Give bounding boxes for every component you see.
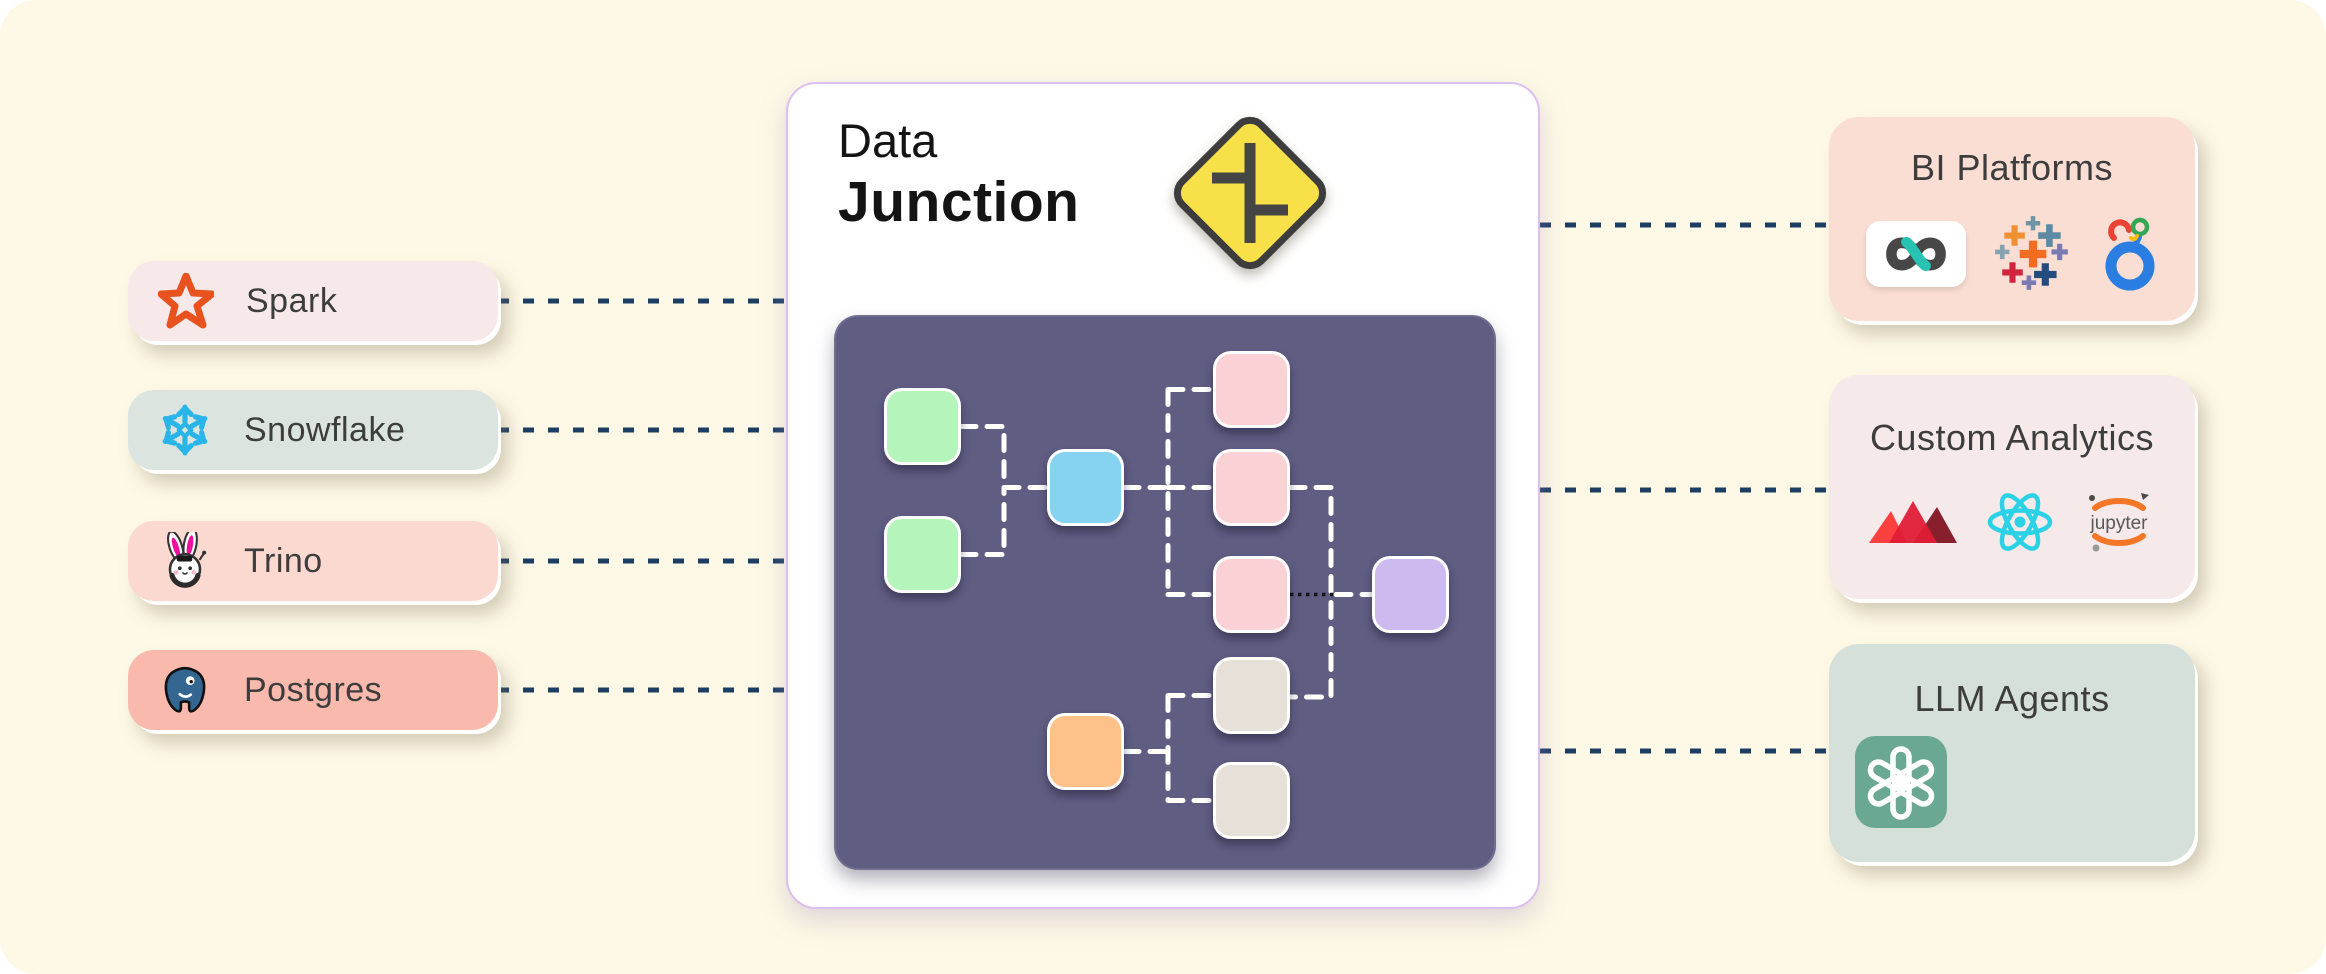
page-title: Data Junction xyxy=(838,112,1080,234)
jupyter-wordmark: jupyter xyxy=(2089,513,2148,534)
edge-pink2-beige1 xyxy=(1287,485,1334,700)
postgres-elephant-icon xyxy=(164,666,206,713)
data-junction-card: Data Junction xyxy=(786,82,1540,909)
source-card-postgres: Postgres xyxy=(128,650,498,730)
consumer-title: LLM Agents xyxy=(1914,678,2110,719)
edge-green2-blue xyxy=(958,485,1007,557)
consumer-card-llm-agents: LLM Agents xyxy=(1829,644,2195,862)
streamlit-crown-icon xyxy=(1869,501,1957,543)
title-line-data: Data xyxy=(838,114,938,167)
dag-node-purple xyxy=(1372,556,1449,633)
dag-node-green-2 xyxy=(884,516,961,593)
dag-node-pink-2 xyxy=(1213,449,1290,526)
trino-bunny-icon xyxy=(167,532,207,588)
consumer-card-custom-analytics: Custom Analytics jupyter xyxy=(1829,375,2195,599)
edge-blue-pinks xyxy=(1121,387,1216,597)
superset-infinity-icon xyxy=(1886,236,1946,272)
dag-node-pink-1 xyxy=(1213,351,1290,428)
source-label: Snowflake xyxy=(244,410,406,449)
superset-chip xyxy=(1866,221,1966,287)
tableau-icon xyxy=(1995,216,2068,290)
consumer-title: BI Platforms xyxy=(1910,147,2114,188)
dag-node-green-1 xyxy=(884,388,961,465)
edge-orange-beiges xyxy=(1121,693,1216,803)
source-card-trino: Trino xyxy=(128,521,498,601)
react-atom-icon xyxy=(1987,493,2053,551)
dag-panel xyxy=(834,315,1496,870)
custom-analytics-icons-row: jupyter xyxy=(1829,487,2195,557)
junction-road-sign-icon xyxy=(1173,116,1327,270)
jupyter-icon: jupyter xyxy=(2089,493,2149,552)
dag-node-blue xyxy=(1047,449,1124,526)
bi-icons-row xyxy=(1829,213,2195,295)
source-card-snowflake: Snowflake xyxy=(128,390,498,470)
openai-icon-wrap xyxy=(1855,736,1947,828)
source-label: Trino xyxy=(244,541,323,580)
edge-green1-blue xyxy=(958,424,1050,490)
dag-node-pink-3 xyxy=(1213,556,1290,633)
snowflake-icon xyxy=(158,403,212,457)
openai-icon xyxy=(1855,736,1947,828)
source-card-spark: Spark xyxy=(128,261,498,341)
consumer-title: Custom Analytics xyxy=(1869,417,2155,458)
dag-edges xyxy=(958,387,1375,803)
looker-icon xyxy=(2105,217,2155,291)
dag-node-orange xyxy=(1047,713,1124,790)
source-label: Spark xyxy=(246,281,338,320)
source-label: Postgres xyxy=(244,670,383,709)
dag-node-beige-1 xyxy=(1213,657,1290,734)
spark-star-icon xyxy=(158,273,214,329)
dag-node-beige-2 xyxy=(1213,762,1290,839)
title-line-junction: Junction xyxy=(838,170,1080,234)
consumer-card-bi-platforms: BI Platforms xyxy=(1829,117,2195,321)
